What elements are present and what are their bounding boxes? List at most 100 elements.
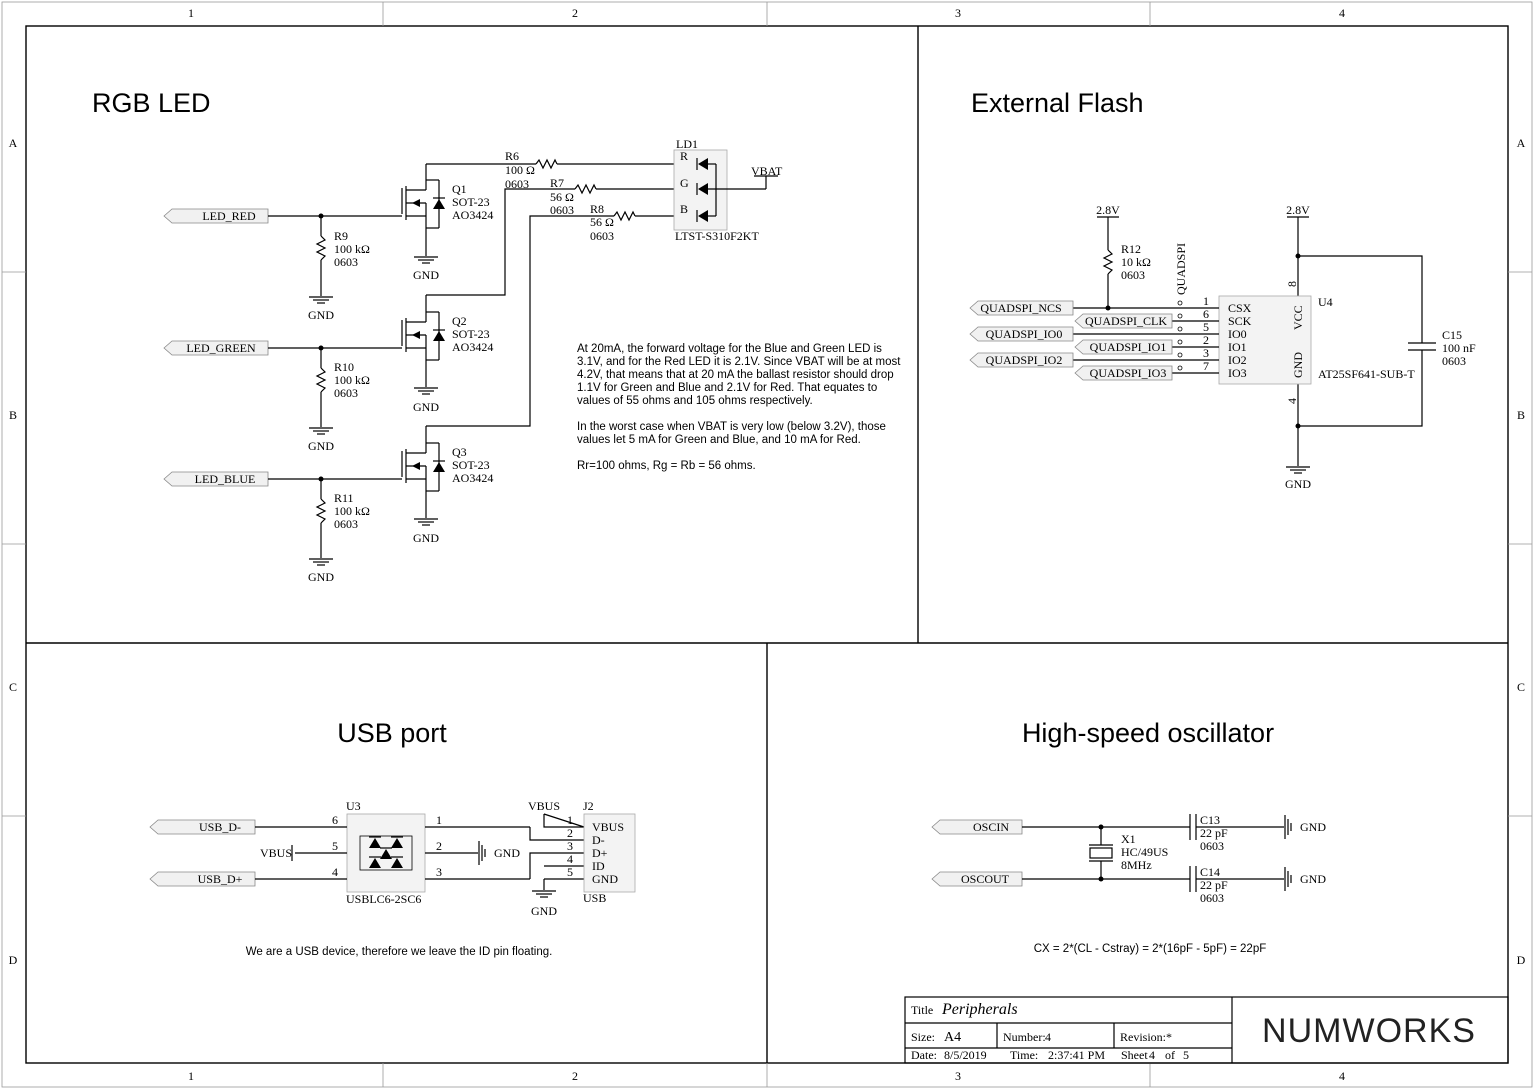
c15-pkg: 0603 bbox=[1442, 354, 1466, 368]
svg-text:4: 4 bbox=[567, 852, 573, 866]
ld1-part: LTST-S310F2KT bbox=[675, 229, 759, 243]
ld1-pin-r: R bbox=[680, 149, 688, 163]
q1-pkg: SOT-23 bbox=[452, 195, 490, 209]
x1-pkg: HC/49US bbox=[1121, 845, 1168, 859]
svg-text:1: 1 bbox=[436, 813, 442, 827]
svg-text:1: 1 bbox=[1203, 294, 1209, 308]
j2-ref: J2 bbox=[583, 799, 594, 813]
port-quadspi-io1[interactable]: QUADSPI_IO1 bbox=[1090, 340, 1167, 354]
u4-part: AT25SF641-SUB-T bbox=[1318, 367, 1415, 381]
svg-text:2.8V: 2.8V bbox=[1096, 203, 1120, 217]
svg-text:IO3: IO3 bbox=[1228, 366, 1247, 380]
svg-text:2: 2 bbox=[567, 826, 573, 840]
port-quadspi-io2[interactable]: QUADSPI_IO2 bbox=[986, 353, 1063, 367]
q1-ref: Q1 bbox=[452, 182, 467, 196]
r11-pkg: 0603 bbox=[334, 517, 358, 531]
col-label: 4 bbox=[1339, 6, 1345, 20]
port-quadspi-ncs[interactable]: QUADSPI_NCS bbox=[980, 301, 1061, 315]
port-quadspi-io0[interactable]: QUADSPI_IO0 bbox=[986, 327, 1063, 341]
grid-labels: 1 2 3 4 1 2 3 4 A B C D A B C D bbox=[9, 6, 1526, 1083]
row-label: B bbox=[9, 408, 17, 422]
svg-text:IO2: IO2 bbox=[1228, 353, 1247, 367]
svg-text:GND: GND bbox=[308, 308, 334, 322]
section-title-hs-osc: High-speed oscillator bbox=[1022, 718, 1274, 748]
port-led-green[interactable]: LED_GREEN bbox=[186, 341, 256, 355]
svg-text:3: 3 bbox=[436, 865, 442, 879]
r7-ref: R7 bbox=[550, 176, 564, 190]
svg-text:6: 6 bbox=[1203, 307, 1209, 321]
svg-text:GND: GND bbox=[413, 400, 439, 414]
time-value: 2:37:41 PM bbox=[1048, 1048, 1105, 1062]
port-usb-dm[interactable]: USB_D- bbox=[199, 820, 241, 834]
svg-text:2: 2 bbox=[436, 839, 442, 853]
row-label: C bbox=[9, 680, 17, 694]
q1-part: AO3424 bbox=[452, 208, 493, 222]
vbus-label-esd: VBUS bbox=[260, 846, 292, 860]
r12-pkg: 0603 bbox=[1121, 268, 1145, 282]
r8-ref: R8 bbox=[590, 202, 604, 216]
ld1-ref: LD1 bbox=[676, 137, 698, 151]
q3-pkg: SOT-23 bbox=[452, 458, 490, 472]
port-led-blue[interactable]: LED_BLUE bbox=[195, 472, 256, 486]
sheet-label: Sheet bbox=[1121, 1048, 1148, 1062]
channel-red: GND GND bbox=[268, 163, 536, 322]
port-oscin[interactable]: OSCIN bbox=[973, 820, 1009, 834]
numworks-logo: NUMWORKS bbox=[1262, 1012, 1476, 1050]
r10-ref: R10 bbox=[334, 360, 354, 374]
title-block: Title Peripherals Size: A4 Number: 4 Rev… bbox=[904, 996, 1509, 1064]
svg-text:Rr=100 ohms, Rg = Rb = 56 ohms: Rr=100 ohms, Rg = Rb = 56 ohms. bbox=[577, 460, 756, 472]
q3-ref: Q3 bbox=[452, 445, 467, 459]
svg-text:2: 2 bbox=[1203, 333, 1209, 347]
col-label: 2 bbox=[572, 6, 578, 20]
rgb-note: At 20mA, the forward voltage for the Blu… bbox=[577, 343, 901, 472]
size-label: Size: bbox=[911, 1030, 935, 1044]
gnd-label-usb: GND bbox=[531, 904, 557, 918]
r8-pkg: 0603 bbox=[590, 229, 614, 243]
svg-text:3: 3 bbox=[1203, 346, 1209, 360]
svg-text:GND: GND bbox=[308, 439, 334, 453]
q2-pkg: SOT-23 bbox=[452, 327, 490, 341]
section-title-usb-port: USB port bbox=[337, 718, 447, 748]
svg-text:VBUS: VBUS bbox=[592, 820, 624, 834]
svg-text:5: 5 bbox=[1203, 320, 1209, 334]
u4-vcc: VCC bbox=[1291, 305, 1305, 330]
q3-part: AO3424 bbox=[452, 471, 493, 485]
oscillator-section: High-speed oscillator OSCIN OSCOUT X1 HC… bbox=[931, 718, 1326, 955]
u4-gnd: GND bbox=[1291, 352, 1305, 378]
external-flash-section: External Flash 2.8V R12 10 kΩ 0603 QUADS… bbox=[969, 88, 1476, 491]
svg-text:4.2V, that means that at 20 mA: 4.2V, that means that at 20 mA the balla… bbox=[577, 369, 894, 381]
q2-ref: Q2 bbox=[452, 314, 467, 328]
u3-ref: U3 bbox=[346, 799, 361, 813]
port-usb-dp[interactable]: USB_D+ bbox=[198, 872, 243, 886]
svg-text:At 20mA, the forward voltage f: At 20mA, the forward voltage for the Blu… bbox=[577, 343, 882, 355]
svg-text:CSX: CSX bbox=[1228, 301, 1252, 315]
ballast-resistors: R6 100 Ω 0603 R7 56 Ω 0603 R8 56 Ω 0603 bbox=[505, 149, 698, 243]
ld1-pin-g: G bbox=[680, 176, 689, 190]
osc-formula: CX = 2*(CL - Cstray) = 2*(16pF - 5pF) = … bbox=[1034, 943, 1267, 955]
c15-value: 100 nF bbox=[1442, 341, 1476, 355]
svg-text:3.1V, and for the Red LED it i: 3.1V, and for the Red LED it is 2.1V. Si… bbox=[577, 356, 901, 368]
revision-value: * bbox=[1166, 1030, 1172, 1044]
svg-text:SCK: SCK bbox=[1228, 314, 1252, 328]
of-label: of bbox=[1165, 1048, 1175, 1062]
svg-text:GND: GND bbox=[1285, 477, 1311, 491]
col-label: 1 bbox=[188, 1069, 194, 1083]
gnd-label-c13: GND bbox=[1300, 820, 1326, 834]
col-label: 3 bbox=[955, 1069, 961, 1083]
c14-pkg: 0603 bbox=[1200, 891, 1224, 905]
svg-text:D-: D- bbox=[592, 833, 605, 847]
port-led-red[interactable]: LED_RED bbox=[202, 209, 256, 223]
gnd-label-c14: GND bbox=[1300, 872, 1326, 886]
svg-text:5: 5 bbox=[567, 865, 573, 879]
c13-pkg: 0603 bbox=[1200, 839, 1224, 853]
section-title-external-flash: External Flash bbox=[971, 88, 1144, 118]
r7-pkg: 0603 bbox=[550, 203, 574, 217]
svg-text:GND: GND bbox=[413, 268, 439, 282]
port-quadspi-io3[interactable]: QUADSPI_IO3 bbox=[1090, 366, 1167, 380]
revision-label: Revision: bbox=[1120, 1030, 1166, 1044]
port-quadspi-clk[interactable]: QUADSPI_CLK bbox=[1085, 314, 1167, 328]
port-oscout[interactable]: OSCOUT bbox=[961, 872, 1010, 886]
r6-ref: R6 bbox=[505, 149, 519, 163]
u4-vcc-pin: 8 bbox=[1285, 281, 1299, 287]
